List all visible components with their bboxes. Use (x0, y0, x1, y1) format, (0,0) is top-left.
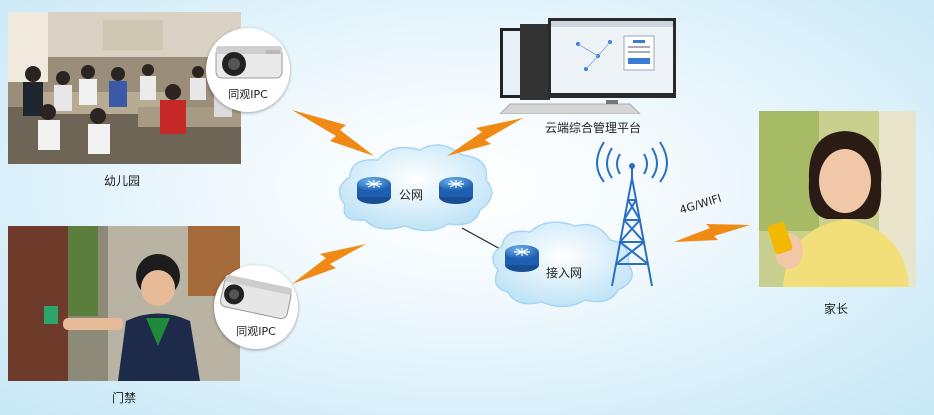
parent-label: 家长 (824, 302, 849, 316)
cell-tower-icon (596, 141, 668, 287)
management-platform-monitors (498, 14, 688, 114)
camera-1-label: 同观IPC (228, 88, 268, 101)
ip-camera-bullet-icon (215, 46, 283, 79)
wireless-bolt-icon (292, 244, 366, 284)
camera-2-label: 同观IPC (236, 325, 276, 338)
cloud-platform-label: 云端综合管理平台 (545, 121, 642, 135)
kindergarten-photo (8, 12, 241, 164)
router-icon (357, 177, 391, 204)
wireless-bolt-icon (674, 224, 750, 242)
camera-badge-2: 同观IPC (214, 265, 298, 349)
gate-label: 门禁 (112, 391, 137, 405)
camera-badge-1: 同观IPC (206, 28, 290, 112)
gate-photo (8, 226, 240, 381)
router-icon (439, 177, 473, 204)
network-link-line (461, 227, 503, 251)
ip-camera-bullet-icon (220, 274, 293, 320)
public-network-label: 公网 (399, 188, 424, 202)
router-icon (505, 245, 539, 272)
access-network-label: 接入网 (546, 266, 583, 280)
wireless-bolt-icon (447, 118, 523, 156)
parent-photo (759, 111, 916, 287)
antenna-tip (629, 163, 635, 169)
kindergarten-label: 幼儿园 (104, 174, 141, 188)
public-network-cloud (338, 144, 493, 232)
wireless-bolt-icon (292, 110, 374, 156)
